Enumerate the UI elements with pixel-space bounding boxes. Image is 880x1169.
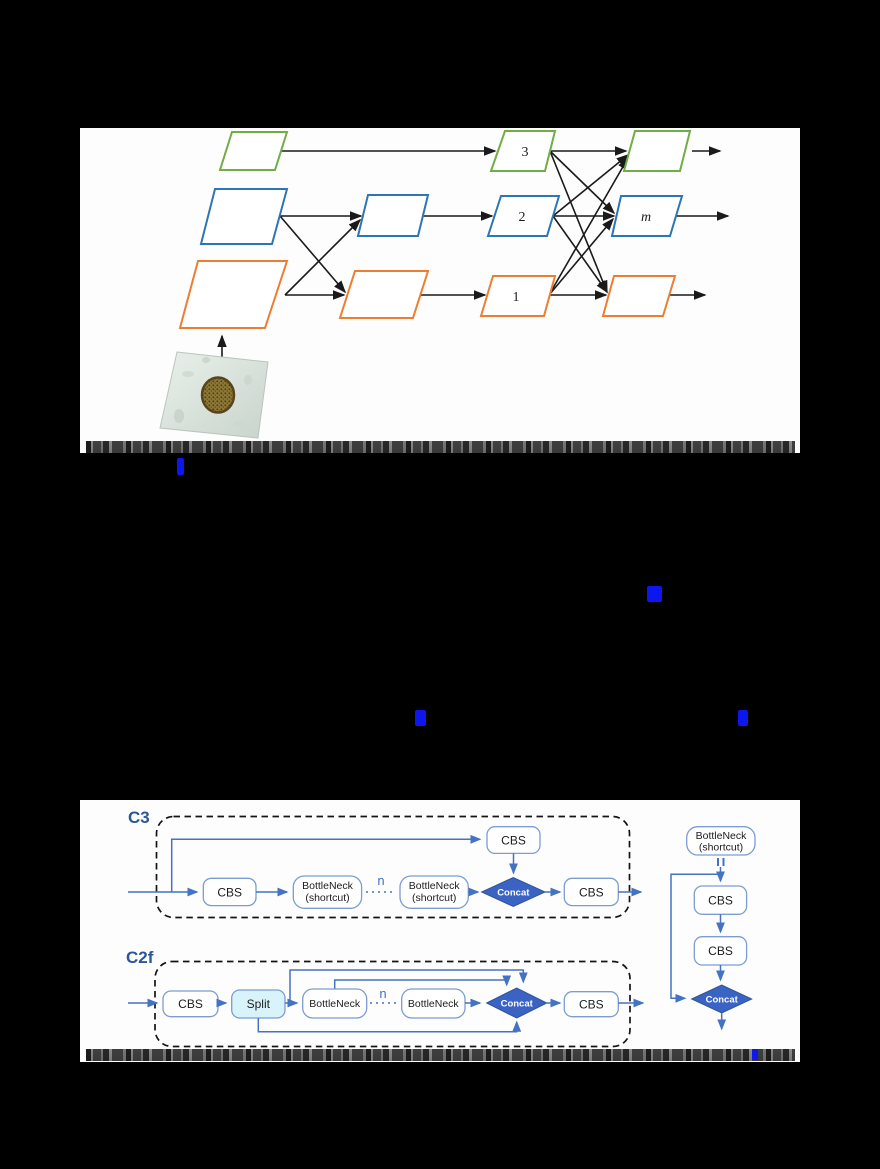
level-1-row: 1: [178, 260, 677, 329]
equals-icon: [717, 858, 725, 866]
legend-cbs1-label: CBS: [708, 894, 733, 908]
c3-n-label: n: [377, 873, 384, 888]
c3-bottleneck1-label: BottleNeck: [302, 880, 354, 892]
c2f-cbs2-box: [563, 991, 619, 1018]
feature-map-l1-mid1: [338, 270, 430, 319]
figure-pyramid-panel: 3 2 m 1: [80, 128, 800, 453]
level-1-label: 1: [513, 290, 520, 305]
feature-map-l2-out: [610, 195, 684, 237]
c3-bottleneck1-box: [292, 875, 363, 909]
feature-map-l2-mid2: [486, 195, 561, 237]
c2f-bottleneck1-box: [302, 988, 368, 1019]
c3-title: C3: [128, 808, 150, 827]
c3-module: C3 CBS CBS BottleNeck (shortcut) n Bottl…: [128, 808, 643, 919]
feature-map-l2-input: [199, 188, 289, 245]
citation-link[interactable]: [415, 710, 426, 726]
fusion-arrows: [217, 146, 730, 372]
citation-link[interactable]: [177, 458, 184, 475]
c2f-n-label: n: [379, 986, 386, 1001]
c3-bottleneck1-sublabel: (shortcut): [305, 892, 349, 904]
c3-bottleneck2-sublabel: (shortcut): [412, 892, 456, 904]
legend-bottleneck-box: [686, 826, 756, 856]
bottleneck-legend: BottleNeck (shortcut) CBS CBS Concat: [670, 826, 756, 1031]
c2f-cbs1-label: CBS: [178, 997, 203, 1011]
c2f-title: C2f: [126, 948, 154, 967]
level-3-label: 3: [522, 145, 529, 160]
level-2-row: 2 m: [199, 188, 684, 245]
c3-bottleneck2-label: BottleNeck: [409, 880, 461, 892]
feature-map-l3-out: [622, 130, 692, 172]
microscopy-cell-image: [159, 351, 269, 439]
citation-link[interactable]: [752, 1049, 758, 1060]
legend-bottleneck-sublabel: (shortcut): [699, 842, 743, 854]
modules-diagram: C3 CBS CBS BottleNeck (shortcut) n Bottl…: [126, 808, 756, 1048]
merged-label: m: [641, 210, 651, 225]
legend-concat-diamond: [690, 984, 753, 1014]
pyramid-diagram: 3 2 m 1: [159, 130, 730, 439]
feature-map-l3-mid: [489, 130, 557, 172]
c3-cbs-skip-label: CBS: [501, 834, 526, 848]
legend-cbs2-label: CBS: [708, 944, 733, 958]
citation-link[interactable]: [647, 586, 662, 602]
c2f-bottleneck2-label: BottleNeck: [408, 998, 460, 1010]
legend-bottleneck-label: BottleNeck: [696, 830, 748, 842]
citation-link[interactable]: [738, 710, 748, 726]
c2f-split-label: Split: [247, 997, 271, 1011]
level-3-row: 3: [218, 130, 692, 172]
legend-concat-label: Concat: [706, 995, 739, 1006]
level-2-label: 2: [519, 210, 526, 225]
c3-dashed-boundary: [155, 815, 631, 919]
figure-caption-illegible: [86, 1049, 795, 1061]
figure-modules-panel: C3 CBS CBS BottleNeck (shortcut) n Bottl…: [80, 800, 800, 1062]
figure-caption-illegible: [86, 441, 795, 453]
c3-cbs1-label: CBS: [217, 886, 242, 900]
feature-map-l2-mid1: [356, 194, 430, 237]
feature-map-l1-input: [178, 260, 289, 329]
cell-egg: [200, 376, 236, 414]
feature-map-l3-input: [218, 131, 289, 171]
c3-cbs2-label: CBS: [579, 886, 604, 900]
legend-cbs1-box: [693, 885, 748, 915]
c2f-bottleneck1-label: BottleNeck: [309, 998, 361, 1010]
c2f-cbs2-label: CBS: [579, 998, 604, 1012]
c3-concat-label: Concat: [497, 888, 530, 899]
c2f-concat-label: Concat: [501, 999, 534, 1010]
feature-map-l1-out: [601, 275, 677, 317]
feature-map-l1-mid2: [479, 275, 557, 317]
c2f-module: C2f CBS Split BottleNeck n BottleNeck Co…: [126, 948, 645, 1048]
c2f-dashed-boundary: [154, 960, 631, 1048]
